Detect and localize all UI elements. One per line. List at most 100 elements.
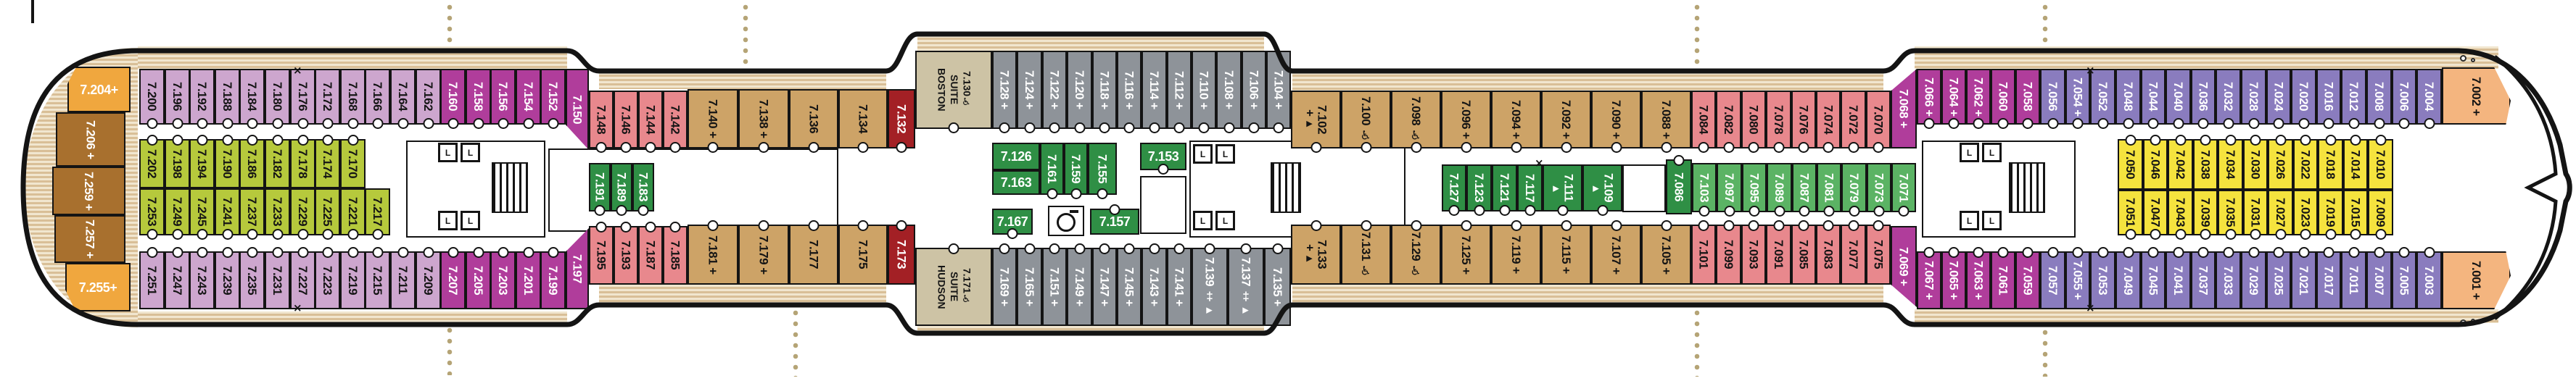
cabin[interactable]: 7.126 <box>992 143 1040 170</box>
cabin[interactable]: 7.175 <box>838 225 888 285</box>
cabin[interactable]: 7.159 <box>1064 143 1088 195</box>
cabin[interactable]: 7.153 <box>1140 143 1186 170</box>
cabin[interactable]: 7.180 <box>265 69 290 125</box>
cabin[interactable]: 7.043 <box>2168 190 2193 235</box>
cabin[interactable]: 7.101 <box>1691 225 1716 285</box>
suite-cabin[interactable]: BOSTON SUITE 7.130♿ <box>915 51 992 129</box>
cabin[interactable]: 7.131 ♿ <box>1341 225 1391 285</box>
cabin[interactable]: 7.092 + <box>1541 91 1591 148</box>
cabin[interactable]: 7.253 <box>139 188 165 235</box>
cabin[interactable]: 7.151 + <box>1042 248 1067 326</box>
cabin[interactable]: 7.083 <box>1816 225 1841 285</box>
cabin[interactable]: 7.038 <box>2193 139 2218 190</box>
cabin[interactable]: 7.010 <box>2368 139 2393 190</box>
cabin[interactable]: 7.136 <box>789 89 838 148</box>
cabin[interactable]: 7.133 +▸ <box>1291 225 1341 285</box>
cabin[interactable]: 7.023 <box>2293 190 2318 235</box>
cabin[interactable]: 7.162 <box>416 69 441 125</box>
cabin[interactable]: 7.027 <box>2268 190 2293 235</box>
cabin[interactable]: 7.065 + <box>1941 251 1966 309</box>
cabin[interactable]: 7.185 <box>663 226 688 285</box>
cabin[interactable]: 7.042 <box>2168 139 2193 190</box>
cabin[interactable]: 7.127 <box>1442 164 1466 212</box>
cabin[interactable]: 7.062 + <box>1966 69 1991 125</box>
cabin[interactable]: 7.229 <box>290 188 315 235</box>
cabin[interactable]: 7.084 <box>1691 91 1716 148</box>
cabin[interactable]: 7.056 <box>2040 69 2065 125</box>
cabin[interactable]: 7.257 + <box>54 215 125 263</box>
cabin[interactable]: 7.129 ♿ <box>1391 225 1441 285</box>
elevator-icon[interactable]: L <box>1960 143 1979 162</box>
cabin[interactable]: 7.040 <box>2166 69 2191 125</box>
cabin[interactable]: 7.209 <box>416 251 441 309</box>
cabin[interactable]: 7.012 <box>2341 69 2366 125</box>
cabin[interactable]: 7.119 + <box>1491 225 1541 285</box>
cabin[interactable]: 7.102 +▸ <box>1291 91 1341 148</box>
cabin[interactable]: 7.143 + <box>1142 248 1167 326</box>
cabin[interactable]: 7.026 <box>2268 139 2293 190</box>
cabin[interactable]: 7.198 <box>165 139 190 188</box>
cabin[interactable]: 7.093 <box>1741 225 1766 285</box>
cabin[interactable]: 7.049 <box>2115 251 2141 309</box>
cabin[interactable]: 7.082 <box>1716 91 1741 148</box>
cabin[interactable]: 7.157 <box>1090 209 1139 235</box>
cabin[interactable]: 7.019 <box>2318 190 2343 235</box>
cabin[interactable]: 7.067 + <box>1917 251 1941 309</box>
cabin[interactable]: 7.152 <box>540 69 566 125</box>
cabin[interactable]: 7.172 <box>315 69 340 125</box>
cabin[interactable]: 7.033 <box>2216 251 2241 309</box>
cabin[interactable]: 7.164 <box>390 69 416 125</box>
cabin[interactable]: 7.176 <box>290 69 315 125</box>
cabin[interactable]: 7.018 <box>2318 139 2343 190</box>
cabin[interactable]: 7.196 <box>165 69 190 125</box>
elevator-icon[interactable]: L <box>438 143 458 162</box>
cabin[interactable]: 7.020 <box>2291 69 2316 125</box>
cabin[interactable]: 7.041 <box>2166 251 2191 309</box>
cabin[interactable]: 7.138 + <box>738 89 789 148</box>
cabin[interactable]: 7.147 + <box>1092 248 1117 326</box>
cabin[interactable]: 7.156 <box>490 69 516 125</box>
cabin[interactable]: 7.050 <box>2118 139 2143 190</box>
cabin[interactable]: 7.184 <box>239 69 265 125</box>
cabin[interactable]: 7.187 <box>638 226 663 285</box>
cabin[interactable]: 7.205 <box>466 251 491 309</box>
cabin[interactable]: 7.239 <box>215 251 240 309</box>
cabin[interactable]: 7.132 <box>888 89 915 148</box>
cabin[interactable]: 7.177 <box>789 225 838 285</box>
cabin[interactable]: 7.028 <box>2241 69 2266 125</box>
cabin[interactable]: 7.207 <box>440 251 466 309</box>
cabin[interactable]: 7.091 <box>1766 225 1791 285</box>
cabin[interactable]: 7.149 + <box>1067 248 1092 326</box>
cabin[interactable]: 7.039 <box>2193 190 2218 235</box>
cabin[interactable]: 7.060 <box>1991 69 2015 125</box>
cabin[interactable]: 7.123 <box>1466 164 1492 212</box>
cabin[interactable]: 7.077 <box>1841 225 1866 285</box>
cabin[interactable]: 7.100 ♿ <box>1341 91 1391 148</box>
cabin[interactable]: 7.079 <box>1841 163 1867 212</box>
cabin[interactable]: 7.052 <box>2090 69 2115 125</box>
cabin[interactable]: 7.099 <box>1716 225 1741 285</box>
cabin[interactable]: 7.048 <box>2115 69 2141 125</box>
cabin[interactable]: 7.148 <box>589 91 614 148</box>
cabin[interactable]: 7.070 <box>1866 91 1891 148</box>
cabin[interactable]: 7.160 <box>440 69 466 125</box>
cabin[interactable]: 7.046 <box>2143 139 2168 190</box>
cabin[interactable]: 7.179 + <box>738 225 789 285</box>
cabin[interactable]: 7.155 <box>1088 143 1117 195</box>
cabin[interactable]: 7.223 <box>315 251 340 309</box>
cabin[interactable]: 7.107 + <box>1591 225 1641 285</box>
cabin[interactable]: 7.141 + <box>1167 248 1192 326</box>
cabin[interactable]: 7.017 <box>2316 251 2341 309</box>
elevator-icon[interactable]: L <box>1193 144 1213 164</box>
elevator-icon[interactable]: L <box>461 143 480 162</box>
cabin[interactable]: 7.096 + <box>1441 91 1491 148</box>
cabin[interactable]: 7.204+ <box>67 67 131 112</box>
cabin[interactable]: 7.243 <box>189 251 215 309</box>
stairs-icon[interactable] <box>492 162 528 213</box>
cabin[interactable]: 7.249 <box>165 188 190 235</box>
cabin[interactable]: 7.237 <box>239 188 265 235</box>
cabin[interactable]: 7.173 <box>888 225 915 285</box>
cabin[interactable]: 7.058 <box>2015 69 2040 125</box>
cabin[interactable]: 7.051 <box>2118 190 2143 235</box>
cabin[interactable]: 7.235 <box>239 251 265 309</box>
